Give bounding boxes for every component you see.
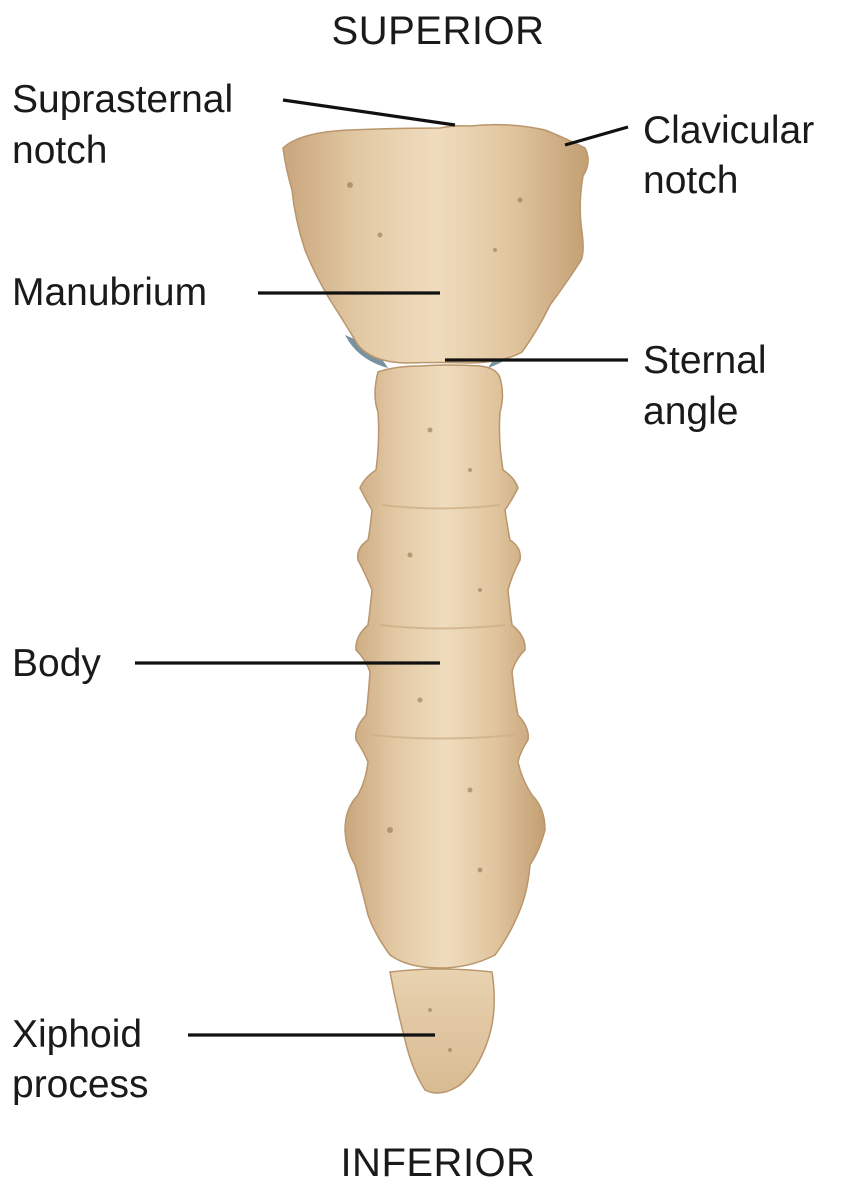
label-body: Body xyxy=(12,642,101,685)
svg-text:Body: Body xyxy=(12,642,101,685)
svg-text:angle: angle xyxy=(643,390,738,433)
label-manubrium: Manubrium xyxy=(12,271,207,314)
clavicular-notch-leader xyxy=(565,127,628,145)
suprasternal-notch-leader xyxy=(283,100,455,125)
inferior-label: INFERIOR xyxy=(340,1141,535,1185)
xiphoid-process-bone xyxy=(390,969,494,1093)
svg-text:notch: notch xyxy=(643,159,738,202)
label-xiphoid-process: Xiphoid process xyxy=(12,1013,149,1106)
svg-text:process: process xyxy=(12,1063,149,1106)
sternal-body-bone xyxy=(345,365,545,968)
label-sternal-angle: Sternal angle xyxy=(643,339,767,433)
svg-text:Suprasternal: Suprasternal xyxy=(12,78,233,121)
svg-text:notch: notch xyxy=(12,129,107,172)
svg-text:Manubrium: Manubrium xyxy=(12,271,207,314)
svg-text:Sternal: Sternal xyxy=(643,339,767,382)
svg-text:Xiphoid: Xiphoid xyxy=(12,1013,142,1056)
label-suprasternal-notch: Suprasternal notch xyxy=(12,78,233,172)
label-clavicular-notch: Clavicular notch xyxy=(643,109,814,202)
manubrium-bone xyxy=(283,125,588,363)
superior-label: SUPERIOR xyxy=(332,9,545,53)
svg-text:Clavicular: Clavicular xyxy=(643,109,814,152)
